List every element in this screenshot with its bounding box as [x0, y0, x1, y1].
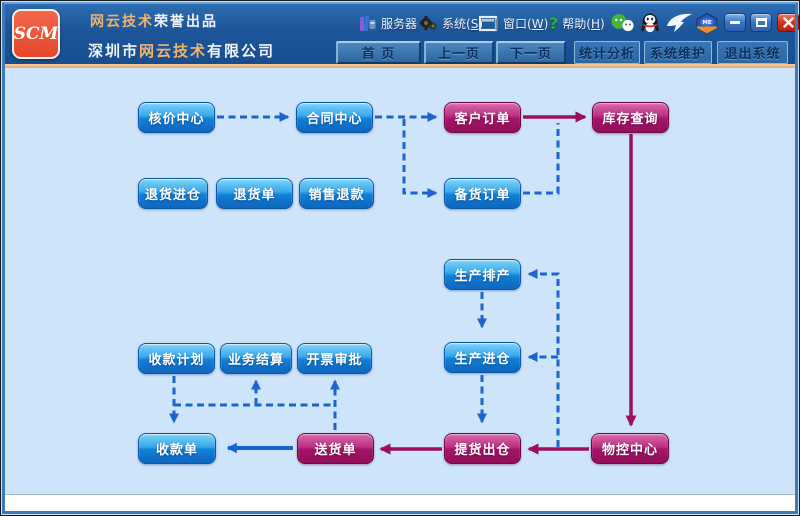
nav-button-label: 首 页: [361, 47, 396, 62]
flow-node-receipt-plan[interactable]: 收款计划: [138, 343, 215, 374]
menu-item-window[interactable]: 窗口(W): [479, 13, 548, 33]
product-brand: 网云技术: [90, 14, 154, 30]
wechat-icon[interactable]: [609, 12, 635, 34]
flow-node-business-settlement[interactable]: 业务结算: [220, 343, 292, 374]
arrow-contract-to-stock-order: [402, 119, 438, 199]
nav-previous-button[interactable]: 上一页: [424, 41, 494, 64]
company-title: 深圳市网云技术有限公司: [88, 40, 275, 61]
svg-text:ME: ME: [702, 20, 711, 26]
window-icon: [479, 15, 499, 32]
server-icon: [359, 14, 377, 32]
gears-icon: [419, 15, 438, 32]
flow-node-production-schedule[interactable]: 生产排产: [444, 259, 521, 290]
company-prefix: 深圳市: [88, 42, 140, 60]
flow-node-return-in-warehouse[interactable]: 退货进仓: [138, 178, 208, 209]
restore-button[interactable]: [750, 13, 772, 32]
nav-button-label: 上一页: [437, 47, 480, 62]
nav-home-button[interactable]: 首 页: [336, 41, 421, 64]
product-title: 网云技术荣誉出品: [90, 11, 218, 31]
menu-item-label: 窗口(W): [503, 16, 549, 31]
accent-strip: [2, 64, 798, 68]
flow-node-stock-order[interactable]: 备货订单: [444, 178, 521, 209]
menu-item-system[interactable]: 系统(S): [419, 13, 483, 33]
nav-button-label: 退出系统: [724, 47, 781, 62]
arrow-material-flow-to-production-schedule: [527, 268, 560, 447]
scm-logo: SCM: [12, 9, 60, 59]
company-suffix: 有限公司: [207, 42, 276, 60]
flow-node-sales-refund[interactable]: 销售退款: [299, 178, 374, 209]
restore-icon: [755, 18, 767, 27]
menu-item-server[interactable]: 服务器: [359, 13, 417, 33]
flow-node-invoice-approval[interactable]: 开票审批: [297, 343, 372, 374]
nav-button-label: 系统维护: [649, 47, 706, 62]
flow-node-production-in[interactable]: 生产进仓: [444, 342, 521, 373]
flow-node-delivery-order[interactable]: 送货单: [297, 433, 374, 464]
status-bar: [3, 494, 797, 511]
menu-item-label: 帮助(H): [562, 16, 605, 31]
menu-item-label: 服务器: [381, 16, 418, 31]
help-icon: ?: [549, 13, 559, 33]
close-icon: [782, 17, 794, 28]
flow-node-customer-order[interactable]: 客户订单: [444, 102, 521, 133]
flow-node-material-control[interactable]: 物控中心: [591, 433, 669, 464]
nav-maintenance-button[interactable]: 系统维护: [644, 41, 712, 64]
arrow-stock-order-to-order-flow: [523, 123, 560, 195]
company-brand: 网云技术: [139, 42, 208, 60]
flow-node-return-order[interactable]: 退货单: [216, 178, 293, 209]
qq-icon[interactable]: [639, 12, 661, 34]
minimize-icon: [730, 21, 740, 24]
logo-text: SCM: [13, 24, 59, 44]
nav-button-label: 下一页: [509, 47, 552, 62]
flow-node-pickup-out[interactable]: 提货出仓: [444, 433, 521, 464]
menu-item-help[interactable]: ? 帮助(H): [549, 13, 605, 33]
product-rest: 荣誉出品: [154, 14, 218, 30]
flow-node-contract-center[interactable]: 合同中心: [296, 102, 373, 133]
flow-node-inventory-query[interactable]: 库存查询: [592, 102, 669, 133]
close-button[interactable]: [777, 13, 799, 32]
menu-item-label: 系统(S): [442, 16, 483, 31]
flow-node-price-center[interactable]: 核价中心: [138, 102, 215, 133]
app-badge-icon[interactable]: ME: [695, 12, 719, 34]
nav-exit-button[interactable]: 退出系统: [717, 41, 788, 64]
flow-node-receipt-order[interactable]: 收款单: [138, 433, 216, 464]
nav-next-button[interactable]: 下一页: [496, 41, 566, 64]
minimize-button[interactable]: [724, 13, 746, 32]
nav-button-label: 统计分析: [578, 47, 635, 62]
nav-statistics-button[interactable]: 统计分析: [574, 41, 640, 64]
dingtalk-icon[interactable]: [665, 12, 693, 34]
title-bar: SCM 网云技术荣誉出品 深圳市网云技术有限公司 服务器 系统(S) 窗口(W): [2, 2, 799, 64]
